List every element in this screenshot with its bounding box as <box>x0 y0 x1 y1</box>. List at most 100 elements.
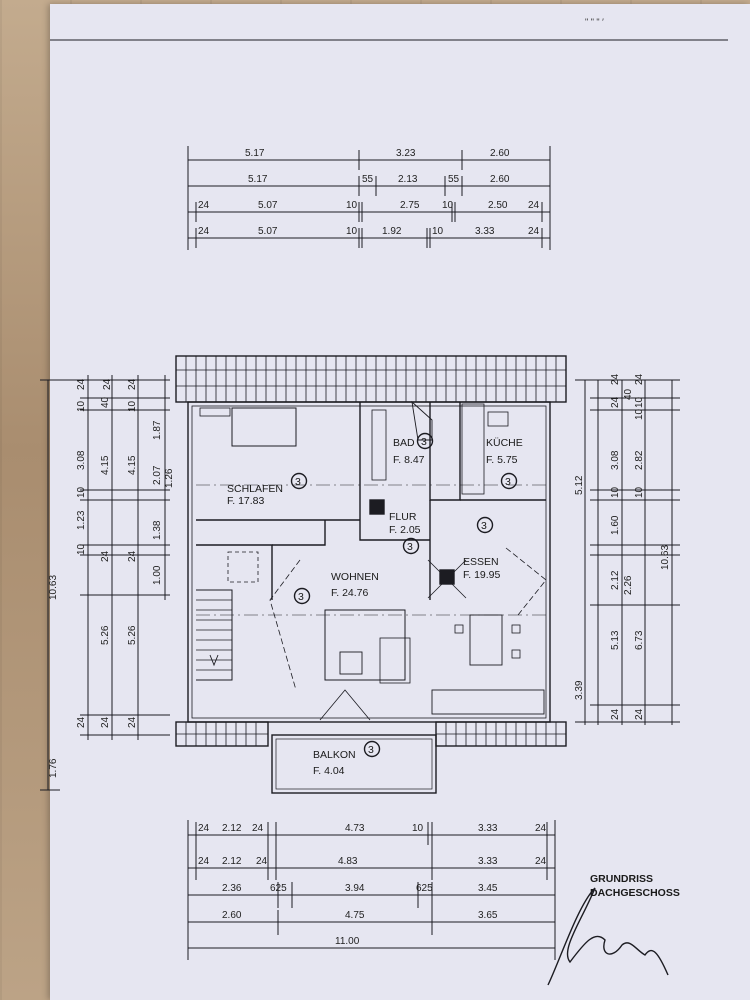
dim-label: 24 <box>198 823 210 834</box>
dim-label: 24 <box>102 378 113 390</box>
dim-label: 2.60 <box>222 910 242 921</box>
dim-label: 10 <box>634 396 645 408</box>
room-tag-circle <box>416 432 434 450</box>
room-tag-circle <box>500 472 518 490</box>
dim-label: 625 <box>416 883 433 894</box>
dim-label: 24 <box>198 856 210 867</box>
balcony-outline <box>271 734 437 794</box>
dim-label: 5.07 <box>258 200 278 211</box>
dim-label: 3.33 <box>478 856 498 867</box>
dim-label: 5.26 <box>100 625 111 645</box>
dim-label: 1.23 <box>76 510 87 530</box>
dim-label: 1.60 <box>610 515 621 535</box>
room-area-essen: F. 19.95 <box>463 569 501 581</box>
room-tag: 3 <box>295 476 301 488</box>
dim-label: 24 <box>100 716 111 728</box>
room-tag: 3 <box>407 541 413 553</box>
room-tag: 3 <box>421 436 427 448</box>
dim-label: 24 <box>535 823 547 834</box>
dim-label: 10 <box>412 823 424 834</box>
dim-label: 10 <box>442 200 454 211</box>
dim-label: 5.07 <box>258 226 278 237</box>
dim-label: 24 <box>634 373 645 385</box>
right-dimension-lines <box>575 379 680 725</box>
room-area-kueche: F. 5.75 <box>486 454 518 466</box>
dim-label: 10 <box>76 486 87 498</box>
room-tag-circle <box>293 587 311 605</box>
room-area-wohnen: F. 24.76 <box>331 587 369 599</box>
dim-label: 24 <box>198 226 210 237</box>
dim-label: 1.26 <box>164 468 175 488</box>
dim-label: 3.94 <box>345 883 365 894</box>
bottom-dimension-labels: 24 2.12 24 4.73 10 3.33 24 24 2.12 24 4.… <box>198 823 547 947</box>
bottom-dimension-lines <box>187 820 556 960</box>
dim-label: 6.73 <box>634 630 645 650</box>
dim-label: 10 <box>432 226 444 237</box>
dim-label: 2.75 <box>400 200 420 211</box>
dim-label: 24 <box>127 550 138 562</box>
dim-label: 24 <box>76 716 87 728</box>
room-area-schlafen: F. 17.83 <box>227 495 265 507</box>
dim-label: 2.12 <box>610 570 621 590</box>
dim-label: 24 <box>76 378 87 390</box>
dim-label: 24 <box>634 708 645 720</box>
dim-label: 55 <box>362 174 374 185</box>
dim-label: 24 <box>610 396 621 408</box>
dim-label: 2.26 <box>623 575 634 595</box>
dim-label: 3.33 <box>478 823 498 834</box>
room-tag-circle <box>290 472 308 490</box>
dim-label: 2.60 <box>490 174 510 185</box>
dim-label: 10 <box>634 408 645 420</box>
room-area-balkon: F. 4.04 <box>313 765 345 777</box>
dim-label: 24 <box>610 373 621 385</box>
dim-label: 4.15 <box>100 455 111 475</box>
dim-label: 3.33 <box>475 226 495 237</box>
dim-label: 3.08 <box>76 450 87 470</box>
room-area-bad: F. 8.47 <box>393 454 425 466</box>
plan-title-line2: DACHGESCHOSS <box>590 887 680 899</box>
header-mark: " " " ′ <box>585 17 604 27</box>
signature <box>547 887 669 986</box>
dim-label: 55 <box>448 174 460 185</box>
dim-label: 2.82 <box>634 450 645 470</box>
dim-label: 3.23 <box>396 148 416 159</box>
dim-label: 40 <box>623 388 634 400</box>
dim-label: 4.73 <box>345 823 365 834</box>
top-dimension-lines <box>187 146 551 250</box>
room-name-essen: ESSEN <box>463 556 499 568</box>
room-tag-circle <box>476 516 494 534</box>
dim-label: 5.12 <box>574 475 585 495</box>
dim-label: 10 <box>346 226 358 237</box>
dim-label: 3.39 <box>574 680 585 700</box>
dim-label: 24 <box>528 200 540 211</box>
dim-label: 24 <box>610 708 621 720</box>
dim-label: 10.63 <box>660 545 671 570</box>
dim-label: 10 <box>76 400 87 412</box>
dim-label: 24 <box>256 856 268 867</box>
room-name-wohnen: WOHNEN <box>331 571 379 583</box>
dim-label: 1.92 <box>382 226 402 237</box>
dim-label: 24 <box>198 200 210 211</box>
dim-label: 24 <box>100 550 111 562</box>
dim-label: 2.07 <box>152 465 163 485</box>
dim-label: 10 <box>346 200 358 211</box>
room-area-flur: F. 2.05 <box>389 524 421 536</box>
room-tag: 3 <box>368 744 374 756</box>
dim-label: 1.38 <box>152 520 163 540</box>
dim-label: 40 <box>100 396 111 408</box>
dim-label: 24 <box>127 378 138 390</box>
room-tag: 3 <box>298 591 304 603</box>
dim-label: 2.13 <box>398 174 418 185</box>
room-tag-circle <box>363 740 381 758</box>
room-name-bad: BAD <box>393 437 415 449</box>
dim-label: 3.45 <box>478 883 498 894</box>
outer-walls <box>187 401 551 723</box>
dim-label: 1.00 <box>152 565 163 585</box>
dim-label: 24 <box>535 856 547 867</box>
dim-label: 3.65 <box>478 910 498 921</box>
dim-label: 2.36 <box>222 883 242 894</box>
dim-label: 5.17 <box>245 148 265 159</box>
roof-band-top <box>175 355 567 403</box>
roof-hatching-top <box>176 356 566 402</box>
